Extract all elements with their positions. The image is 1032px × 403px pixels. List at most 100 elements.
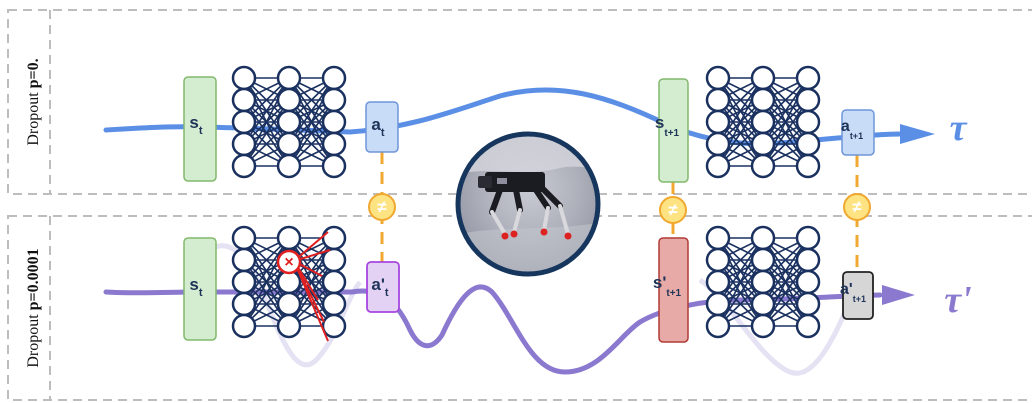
bottom-next-action-box: a't+1: [840, 271, 874, 320]
bottom-next-action-label: a': [840, 281, 853, 298]
top-next-action-box: at+1: [841, 109, 875, 156]
network-neuron: [276, 313, 302, 339]
svg-text:Dropout p=0.: Dropout p=0.: [25, 58, 42, 145]
top-next-action-label: a: [841, 118, 850, 135]
network-neuron: [231, 269, 257, 295]
svg-text:at+1: at+1: [841, 118, 863, 141]
network-neuron: [321, 291, 347, 317]
top-action-label: a: [371, 115, 381, 134]
top-panel-label-prefix: Dropout: [25, 88, 42, 145]
network-neuron: [321, 269, 347, 295]
network-neuron: [231, 153, 257, 179]
dropout-neuron: [276, 249, 302, 275]
svg-text:at: at: [371, 115, 384, 139]
bottom-next-state-box: s't+1: [653, 237, 689, 343]
network-neuron: [276, 153, 302, 179]
network-neuron: [750, 65, 776, 91]
network-neuron: [321, 153, 347, 179]
network-neuron: [231, 109, 257, 135]
bottom-action-label: a': [371, 275, 385, 294]
dropout-perturbation: ×: [276, 231, 331, 342]
network-neuron: [795, 109, 821, 135]
svg-text:a't: a't: [371, 275, 389, 299]
svg-text:s't+1: s't+1: [653, 273, 682, 299]
network-neuron: [750, 291, 776, 317]
network-neuron: [321, 131, 347, 157]
policy-network-bottom-1: [231, 225, 347, 339]
network-neuron: [705, 109, 731, 135]
bottom-next-action-subscript: t+1: [853, 294, 866, 304]
network-neuron: [231, 291, 257, 317]
network-neuron: [321, 87, 347, 113]
network-neuron: [750, 225, 776, 251]
network-neuron: [750, 247, 776, 273]
network-neuron: [750, 131, 776, 157]
top-action-box: at: [365, 101, 399, 153]
neq-next-action-marker: ≠: [843, 193, 871, 221]
network-neuron: [705, 87, 731, 113]
network-neuron: [231, 65, 257, 91]
network-neuron: [276, 269, 302, 295]
network-neuron: [795, 291, 821, 317]
network-neuron: [795, 225, 821, 251]
neq-state-marker: ≠: [659, 196, 687, 224]
network-neuron: [276, 87, 302, 113]
neq-action-marker: ≠: [368, 193, 396, 221]
bottom-trajectory-label: τ': [944, 279, 971, 321]
network-neuron: [750, 109, 776, 135]
bottom-action-subscript: t: [385, 287, 389, 299]
network-neuron: [750, 153, 776, 179]
bottom-trajectory-arrow-head: [882, 285, 915, 305]
top-trajectory-label: τ: [950, 107, 968, 149]
bottom-panel-label-value: p=0.0001: [25, 248, 42, 310]
network-neuron: [705, 291, 731, 317]
network-neuron: [321, 247, 347, 273]
network-neuron: [321, 313, 347, 339]
top-state-label: s: [189, 113, 198, 132]
top-trajectory-arrow-head: [900, 124, 935, 144]
bottom-panel: [7, 215, 1032, 401]
network-neuron: [705, 313, 731, 339]
neq-action-symbol: ≠: [377, 197, 387, 216]
top-state-box: st: [183, 76, 217, 182]
top-next-state-box: st+1: [655, 78, 689, 183]
top-action-subscript: t: [381, 127, 385, 139]
network-neuron: [705, 153, 731, 179]
svg-text:st: st: [189, 275, 202, 299]
bottom-state-box: st: [183, 237, 217, 341]
robot-scene: [455, 131, 601, 277]
network-neuron: [750, 269, 776, 295]
bottom-state-label: s: [189, 275, 198, 294]
neq-next-action-symbol: ≠: [852, 197, 862, 216]
bottom-panel-label-prefix: Dropout: [25, 310, 42, 367]
network-neuron: [276, 131, 302, 157]
svg-text:st+1: st+1: [655, 113, 680, 139]
network-neuron: [795, 247, 821, 273]
bottom-action-box: a't: [366, 261, 400, 313]
network-neuron: [705, 65, 731, 91]
policy-network-top-2: [705, 65, 821, 179]
network-neuron: [705, 131, 731, 157]
policy-network-bottom-2: [705, 225, 821, 339]
network-neuron: [321, 109, 347, 135]
network-neuron: [705, 225, 731, 251]
network-neuron: [705, 269, 731, 295]
top-next-state-subscript: t+1: [664, 128, 679, 139]
bottom-next-state-label: s': [653, 273, 667, 292]
svg-text:Dropout p=0.0001: Dropout p=0.0001: [25, 248, 42, 367]
network-neuron: [276, 65, 302, 91]
network-neuron: [795, 153, 821, 179]
top-next-action-subscript: t+1: [850, 131, 863, 141]
network-neuron: [276, 225, 302, 251]
policy-network-top-1: [231, 65, 347, 179]
network-neuron: [276, 291, 302, 317]
bottom-state-subscript: t: [199, 287, 203, 299]
network-neuron: [795, 313, 821, 339]
network-neuron: [795, 269, 821, 295]
network-neuron: [276, 109, 302, 135]
network-neuron: [795, 131, 821, 157]
network-neuron: [231, 247, 257, 273]
network-neuron: [231, 313, 257, 339]
top-state-subscript: t: [199, 125, 203, 137]
